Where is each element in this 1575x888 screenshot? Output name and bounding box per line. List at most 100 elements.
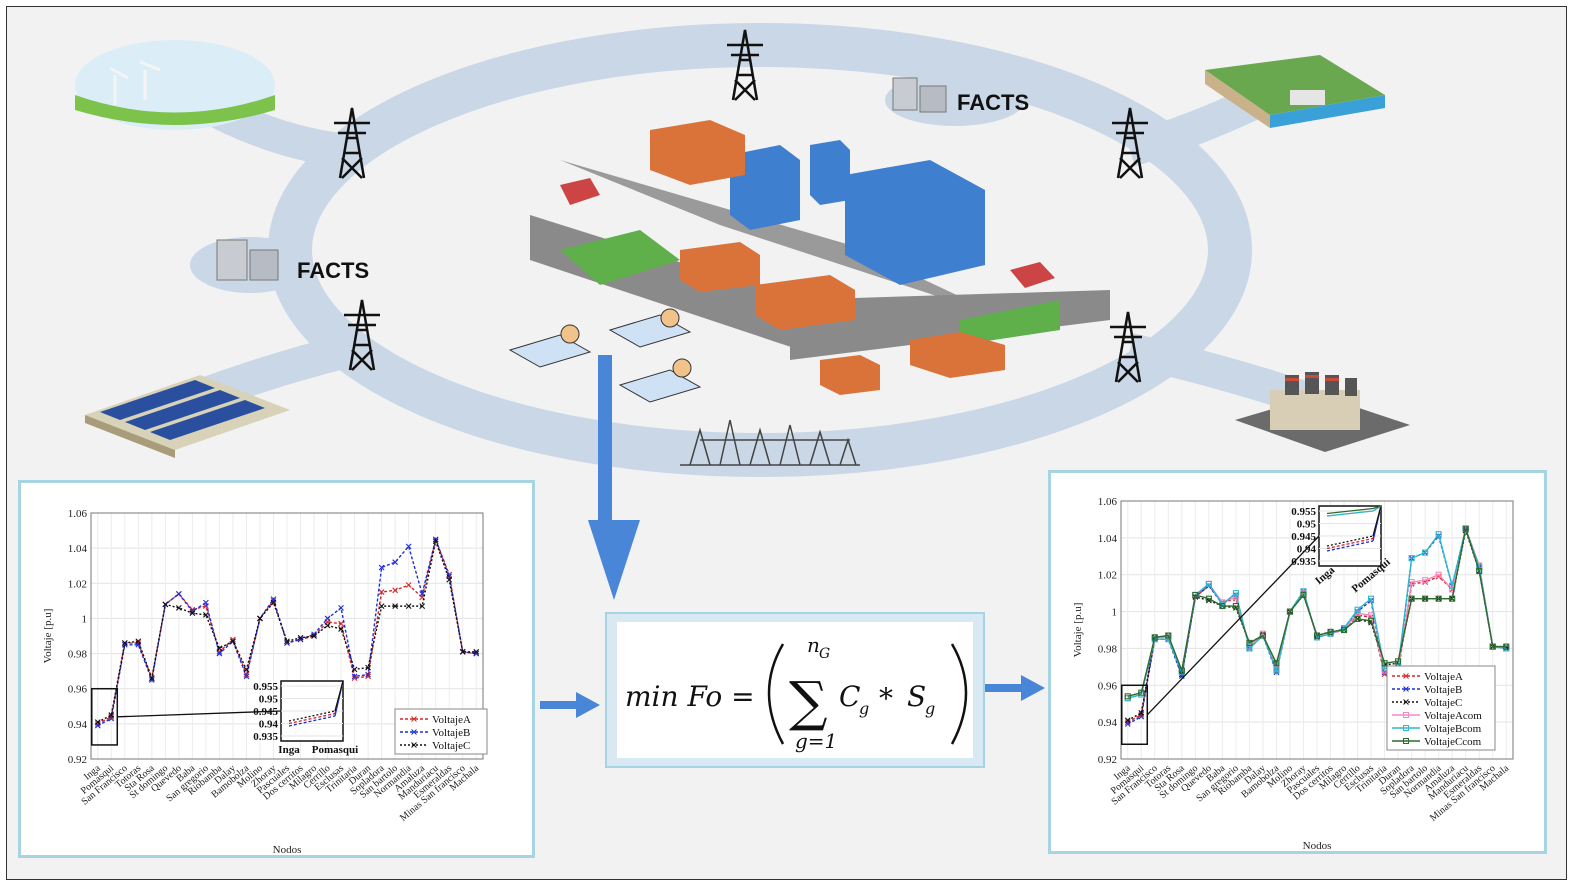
zoom-connector — [117, 710, 282, 718]
y-tick-label: 0.98 — [68, 649, 88, 661]
series-point-VoltajeCcom — [1165, 632, 1172, 639]
series-point-VoltajeCcom — [1327, 628, 1334, 635]
transmission-tower-icon — [334, 29, 1148, 383]
series-point-VoltajeA — [230, 636, 236, 643]
legend-marker — [1403, 699, 1409, 705]
legend-marker — [1403, 673, 1409, 679]
series-point-VoltajeCcom — [1192, 591, 1199, 599]
formula-lhs: min Fo = — [625, 680, 755, 713]
inset-y-tick-label: 0.945 — [253, 706, 278, 718]
y-tick-label: 1.04 — [1098, 533, 1118, 545]
term-s: S — [907, 680, 926, 713]
series-point-VoltajeB — [243, 673, 250, 680]
series-point-VoltajeC — [162, 601, 169, 608]
series-point-VoltajeC — [230, 638, 236, 645]
inset-y-tick-label: 0.935 — [253, 731, 278, 743]
series-point-VoltajeBcom — [1232, 590, 1239, 597]
legend-label: VoltajeBcom — [1424, 723, 1482, 735]
series-point-VoltajeCcom — [1503, 643, 1510, 650]
series-point-VoltajeA — [405, 582, 412, 588]
inset-series-rise-VoltajeCcom — [1372, 505, 1382, 510]
legend-marker — [1403, 725, 1409, 731]
y-tick-label: 1.06 — [68, 508, 88, 520]
inset-series-rise-VoltajeC — [1372, 505, 1382, 537]
facts-device-icon — [216, 77, 947, 281]
series-point-VoltajeCcom — [1151, 634, 1158, 641]
series-point-VoltajeCcom — [1354, 615, 1361, 622]
series-point-VoltajeB — [351, 673, 358, 680]
series-point-VoltajeBcom — [1300, 588, 1307, 595]
wind-farm-icon — [75, 40, 275, 130]
series-point-VoltajeC — [94, 719, 101, 725]
series-point-VoltajeB — [324, 615, 331, 622]
series-point-VoltajeBcom — [1354, 606, 1361, 613]
series-point-VoltajeC — [135, 638, 142, 645]
series-point-VoltajeC — [432, 538, 439, 545]
zoom-connector — [1146, 535, 1320, 716]
solar-farm-icon — [85, 375, 290, 458]
chart-base-voltage: 0.920.940.960.9811.021.041.06IngaPomasqu… — [42, 508, 488, 855]
y-tick-label: 0.96 — [1098, 680, 1118, 692]
series-point-VoltajeB — [175, 590, 182, 597]
term-op: * — [879, 682, 893, 715]
series-point-VoltajeC — [175, 604, 182, 611]
inset-series-VoltajeA — [1326, 537, 1374, 550]
sum-lower: g=1 — [795, 729, 837, 753]
sum-upper-sub: G — [819, 646, 830, 662]
series-point-VoltajeCcom — [1313, 632, 1321, 639]
y-tick-label: 1.06 — [1098, 496, 1118, 508]
series-point-VoltajeCcom — [1489, 643, 1496, 650]
chart-compensated-voltage: 0.920.940.960.9811.021.041.06IngaPomasqu… — [1072, 496, 1514, 851]
series-point-VoltajeCcom — [1205, 595, 1212, 602]
x-axis-label: Nodos — [273, 844, 302, 855]
series-point-VoltajeCcom — [1368, 617, 1375, 624]
series-point-VoltajeBcom — [1205, 580, 1212, 587]
series-point-VoltajeBcom — [1368, 595, 1375, 602]
series-point-VoltajeC — [203, 612, 209, 618]
y-tick-label: 1.02 — [1098, 570, 1117, 582]
inset-y-tick-label: 0.955 — [253, 681, 278, 693]
series-point-VoltajeC — [473, 648, 480, 655]
series-point-VoltajeBcom — [1408, 555, 1415, 562]
legend — [1386, 665, 1496, 751]
series-point-VoltajeAcom — [1449, 586, 1456, 593]
series-point-VoltajeA — [365, 673, 371, 680]
inset-series-VoltajeBcom — [1326, 510, 1374, 517]
series-point-VoltajeBcom — [1273, 667, 1280, 674]
series-point-VoltajeB — [121, 641, 128, 648]
series-point-VoltajeC — [324, 622, 331, 629]
y-axis-label: Voltaje [p.u] — [42, 609, 54, 664]
inset-x-tick-label: Pomasqui — [312, 744, 358, 756]
series-point-VoltajeCcom — [1381, 660, 1388, 667]
legend-marker — [1403, 686, 1409, 692]
thermal-plant-icon — [1235, 372, 1410, 452]
series-point-VoltajeCcom — [1232, 602, 1239, 610]
series-point-VoltajeC — [392, 603, 399, 610]
legend-marker — [411, 742, 417, 748]
y-tick-label: 0.98 — [1098, 643, 1118, 655]
facts-label-top: FACTS — [957, 90, 1030, 115]
series-point-VoltajeBcom — [1435, 531, 1442, 538]
series-point-VoltajeC — [459, 648, 466, 655]
inset-x-tick-label: Inga — [278, 744, 300, 756]
inset-y-tick-label: 0.955 — [1291, 506, 1316, 518]
series-point-VoltajeCcom — [1395, 658, 1402, 665]
inset-y-tick-label: 0.94 — [1297, 544, 1317, 556]
series-point-VoltajeC — [419, 603, 426, 610]
series-point-VoltajeC — [378, 603, 385, 610]
term-c-sub: g — [859, 699, 869, 718]
inset-series-VoltajeB — [288, 715, 336, 727]
series-point-VoltajeB — [473, 650, 480, 657]
legend-label: VoltajeAcom — [1424, 710, 1482, 722]
series-point-VoltajeCcom — [1300, 591, 1307, 599]
series-point-VoltajeC — [189, 610, 196, 617]
plot-area — [90, 512, 484, 760]
series-point-VoltajeCcom — [1259, 632, 1266, 639]
series-point-VoltajeCcom — [1462, 525, 1469, 532]
series-point-VoltajeAcom — [1422, 577, 1429, 584]
legend-label: VoltajeC — [1424, 697, 1462, 709]
right-arrow-right — [985, 675, 1045, 701]
y-tick-label: 1 — [1112, 607, 1118, 619]
inset-series-VoltajeA — [288, 712, 336, 725]
